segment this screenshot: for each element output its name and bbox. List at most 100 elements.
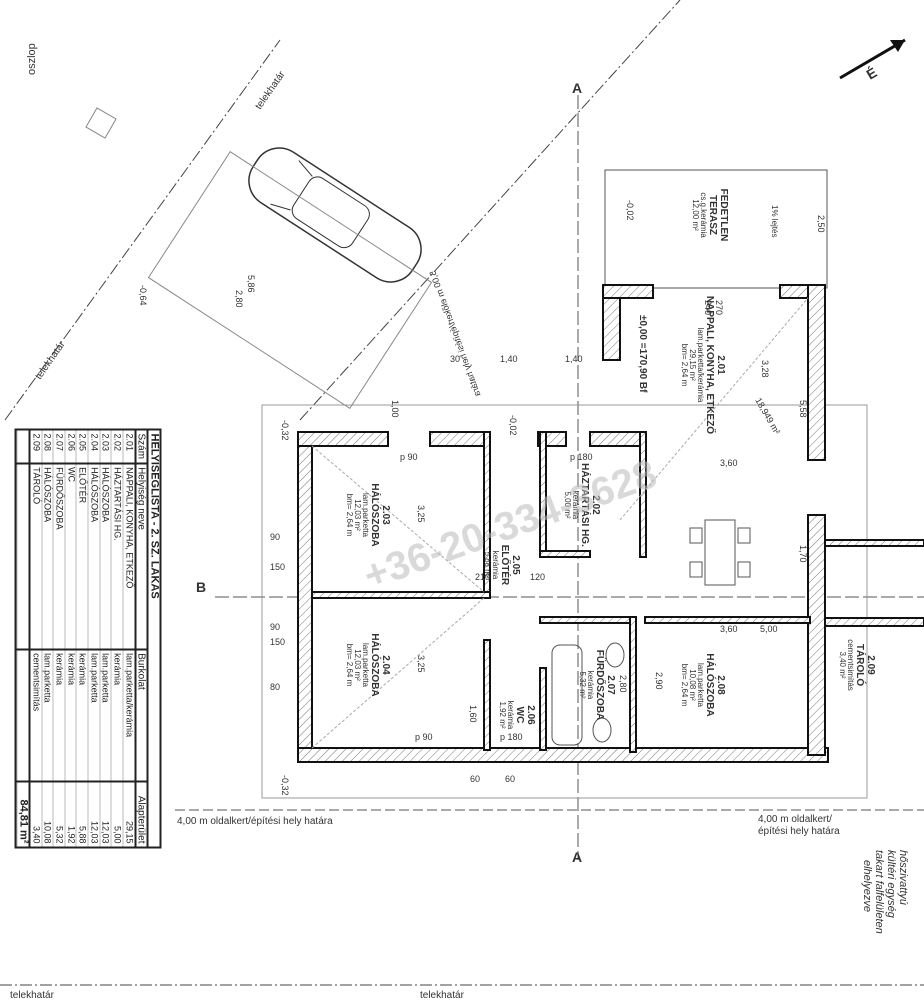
bathtub-icon [551,644,583,746]
svg-text:lam.parketta: lam.parketta [361,493,370,538]
svg-text:2.04: 2.04 [380,655,391,675]
svg-text:kerámia: kerámia [506,701,515,730]
svg-text:kerámia: kerámia [571,491,580,520]
svg-text:2.06: 2.06 [525,705,536,725]
dim: 1,70 [798,545,808,563]
svg-text:bm= 2,64 m: bm= 2,64 m [680,664,689,707]
dim: 80 [270,682,280,692]
svg-text:lam.parketta: lam.parketta [696,663,705,708]
svg-text:5,88 m²: 5,88 m² [483,551,492,578]
section-b-label: B [196,579,206,595]
section-a-label: A [572,849,582,865]
svg-text:cementsimítás: cementsimítás [846,639,855,691]
column-marker [85,107,117,139]
svg-text:NAPPALI, KONYHA, ETKEZŐ: NAPPALI, KONYHA, ETKEZŐ [704,296,717,434]
svg-text:lam.parketta/kerámia: lam.parketta/kerámia [696,328,705,403]
dim: 5,00 [760,624,778,634]
table-title: HELYISÉGLISTA - 2. SZ. LAKÁS [147,430,161,847]
svg-text:ELŐTÉR: ELŐTÉR [499,545,512,586]
dining-table [689,519,751,586]
svg-text:2.07: 2.07 [605,675,616,695]
dim: 120 [530,572,545,582]
terrace [604,169,828,289]
svg-text:É: É [864,64,880,83]
total-area: 84,81 m² [17,781,29,847]
dim: -0,02 [625,200,635,221]
svg-text:bm= 2,64 m: bm= 2,64 m [345,644,354,687]
svg-text:1,92 m²: 1,92 m² [498,701,507,728]
svg-text:2.01: 2.01 [715,355,726,375]
dim: 2,80 [618,675,628,693]
dim: p 180 [570,452,593,462]
north-arrow-icon: É [839,38,906,83]
dim: 150 [270,562,285,572]
svg-text:12,00 m²: 12,00 m² [691,199,700,231]
svg-text:FÜRDŐSZOBA: FÜRDŐSZOBA [594,650,607,721]
plot-border-diagonal [4,39,281,421]
slope-label: 1% lejtés [770,205,779,237]
dim: 1,40 [500,354,518,364]
dim: -0,02 [508,415,518,436]
building-outline [261,404,868,799]
svg-text:29,15 m²: 29,15 m² [688,349,697,381]
svg-text:TERASZ: TERASZ [707,195,718,235]
svg-text:WC: WC [514,707,525,724]
dim: p 180 [500,732,523,742]
diag-area: 18,949 m² [753,396,782,436]
plot-border-label: telekhatár [10,990,55,1000]
level-label: ±0,00 =170,90 Bf [637,315,648,393]
walls [297,284,924,763]
front-setback-label: 5,00 m előkert/építési hely határa [427,269,482,397]
dim: p 90 [400,452,418,462]
parking-space [147,151,433,409]
svg-text:HÁLÓSZOBA: HÁLÓSZOBA [369,483,382,546]
svg-text:10,08 m²: 10,08 m² [688,669,697,701]
dim: 1,00 [390,400,400,418]
svg-text:cs.g.kerámia: cs.g.kerámia [699,192,708,238]
dim: 2,90 [654,672,664,690]
dim: 3,28 [760,360,770,378]
svg-text:lam.parketta: lam.parketta [361,643,370,688]
side-setback-label: 4,00 m oldalkert/építési hely határa [177,816,333,827]
dim: 60 [470,774,480,784]
dim: 5,58 [798,400,808,418]
svg-text:HÁLÓSZOBA: HÁLÓSZOBA [369,633,382,696]
car-icon [248,147,422,283]
svg-text:2.08: 2.08 [715,675,726,695]
section-a-label: A [572,80,582,96]
dim: 3,25 [416,655,426,673]
dim: 2,80 [234,290,244,308]
svg-text:takart falfelületen: takart falfelületen [873,850,885,934]
dim: 2,50 [816,215,826,233]
col-header: Helyiség neve [135,463,148,650]
svg-text:elhelyezve: elhelyezve [861,860,873,912]
svg-text:kültéri egység: kültéri egység [885,850,897,919]
dim: -0,64 [138,285,148,306]
svg-text:5,32 m²: 5,32 m² [578,671,587,698]
svg-text:hőszivattyú: hőszivattyú [897,850,909,905]
dim: 210 [475,572,490,582]
svg-text:FEDETLEN: FEDETLEN [718,189,729,242]
svg-text:HÁZTARTÁSI HG.: HÁZTARTÁSI HG. [579,463,592,547]
svg-text:2.05: 2.05 [510,555,521,575]
sink-icon [605,642,625,668]
plot-border-label: telekhatár [420,990,465,1000]
svg-text:3,40 m²: 3,40 m² [838,651,847,678]
svg-text:kerámia: kerámia [586,671,595,700]
